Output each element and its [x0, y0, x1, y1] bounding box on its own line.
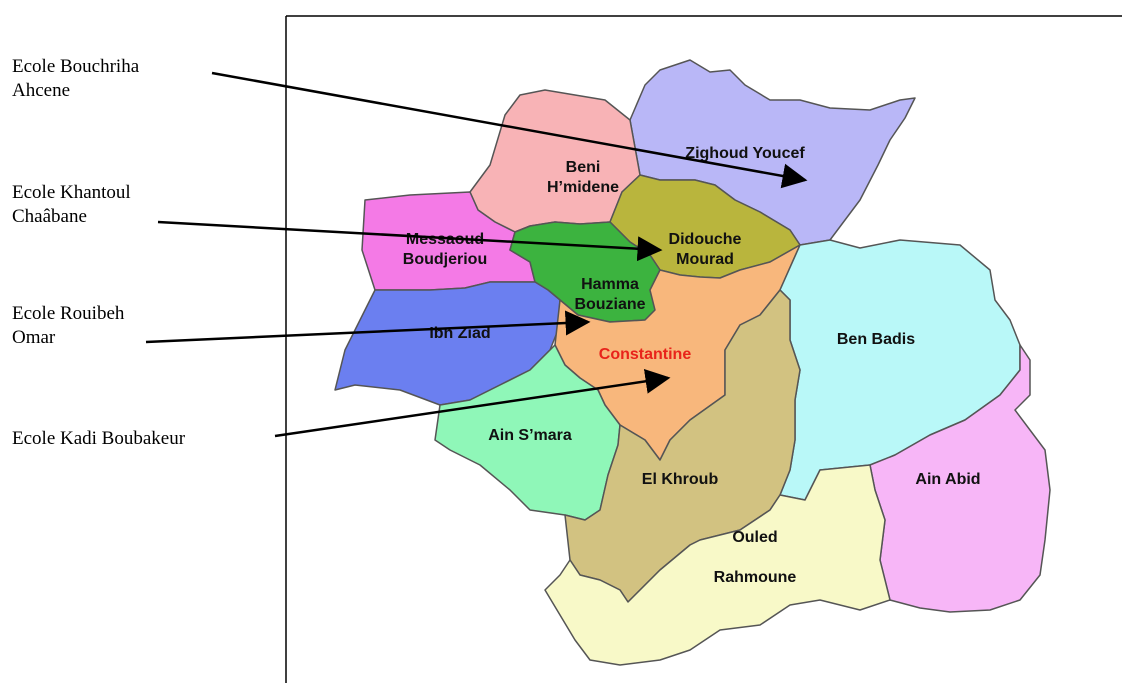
- commune-label-zighoud-youcef: Zighoud Youcef: [685, 145, 805, 162]
- commune-label-ain-smara: Ain S’mara: [488, 427, 572, 444]
- arrow-layer: [145, 71, 808, 438]
- commune-label-ben-badis: Ben Badis: [837, 331, 915, 348]
- commune-ain-abid[interactable]: [869, 344, 1051, 613]
- commune-label-el-khroub: El Khroub: [642, 471, 719, 488]
- school-label-kadi: Ecole Kadi Boubakeur: [12, 428, 186, 449]
- school-label-khantoul: Ecole Khantoul Chaâbane: [12, 182, 131, 227]
- commune-layer: [334, 59, 1051, 666]
- arrow-rouibeh: [145, 310, 591, 344]
- arrow-kadi: [274, 368, 671, 438]
- commune-label-ain-abid: Ain Abid: [915, 471, 980, 488]
- commune-ouled-rahmoune[interactable]: [544, 464, 891, 666]
- school-label-rouibeh: Ecole Rouibeh Omar: [12, 303, 125, 348]
- commune-label-constantine: Constantine: [599, 346, 692, 363]
- school-label-bouchriha: Ecole Bouchriha Ahcene: [12, 56, 140, 101]
- arrow-khantoul: [157, 220, 663, 262]
- arrow-bouchriha: [211, 71, 808, 189]
